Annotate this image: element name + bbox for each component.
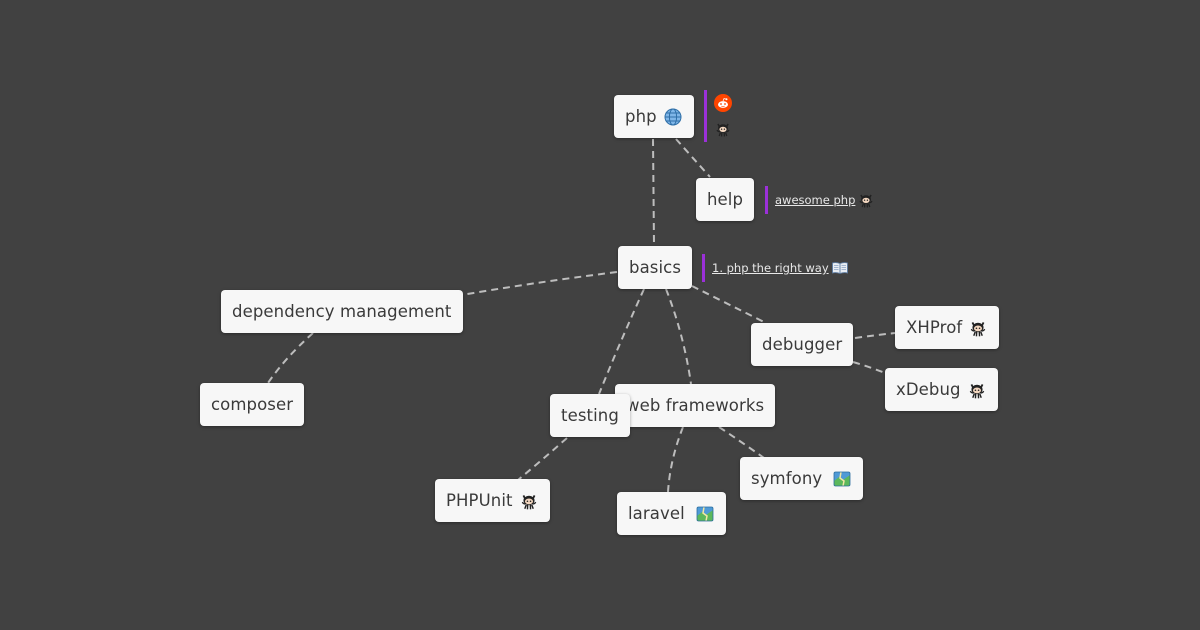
edge-testing-phpunit xyxy=(517,437,568,481)
node-symfony[interactable]: symfony xyxy=(740,457,864,500)
github-icon[interactable] xyxy=(857,191,875,209)
node-xhprof[interactable]: XHProf xyxy=(895,306,1000,349)
node-label: web frameworks xyxy=(626,396,765,415)
edge-basics-web-frameworks xyxy=(665,288,692,385)
node-label: php xyxy=(625,107,657,126)
note-basics-link: 1. php the right way xyxy=(702,254,849,282)
node-composer[interactable]: composer xyxy=(200,383,305,426)
book-icon[interactable] xyxy=(831,259,849,277)
github-icon xyxy=(967,380,987,400)
map-icon xyxy=(832,469,852,489)
edge-basics-dependency xyxy=(455,271,618,297)
node-phpunit[interactable]: PHPUnit xyxy=(435,479,550,522)
note-help-link: awesome php xyxy=(765,186,875,214)
node-testing[interactable]: testing xyxy=(550,394,630,437)
node-label: symfony xyxy=(751,469,823,488)
node-label: XHProf xyxy=(906,318,963,337)
node-xdebug[interactable]: xDebug xyxy=(885,368,998,411)
github-icon xyxy=(519,491,539,511)
node-help[interactable]: help xyxy=(696,178,755,221)
edge-basics-testing xyxy=(598,288,645,395)
edge-dependency-composer xyxy=(267,332,314,384)
node-label: help xyxy=(707,190,744,209)
edge-debugger-xdebug xyxy=(852,361,886,374)
node-label: testing xyxy=(561,406,619,425)
node-php[interactable]: php xyxy=(614,95,694,138)
node-label: PHPUnit xyxy=(446,491,513,510)
node-dependency-management[interactable]: dependency management xyxy=(221,290,463,333)
node-label: composer xyxy=(211,395,294,414)
awesome-php-link[interactable]: awesome php xyxy=(775,193,856,207)
github-icon xyxy=(968,318,988,338)
edge-web-frameworks-laravel xyxy=(667,426,684,493)
map-icon xyxy=(695,504,715,524)
reddit-icon[interactable] xyxy=(714,94,732,112)
edge-web-frameworks-symfony xyxy=(718,426,765,459)
node-label: dependency management xyxy=(232,302,452,321)
node-label: xDebug xyxy=(896,380,961,399)
node-web-frameworks[interactable]: web frameworks xyxy=(615,384,776,427)
node-label: laravel xyxy=(628,504,685,523)
edge-php-help xyxy=(675,138,711,178)
note-php-links xyxy=(704,90,732,142)
globe-icon xyxy=(663,107,683,127)
edge-php-basics xyxy=(652,138,655,246)
edge-basics-debugger xyxy=(691,285,767,324)
node-laravel[interactable]: laravel xyxy=(617,492,726,535)
node-label: debugger xyxy=(762,335,843,354)
node-debugger[interactable]: debugger xyxy=(751,323,854,366)
github-icon[interactable] xyxy=(714,120,732,138)
node-basics[interactable]: basics xyxy=(618,246,693,289)
edge-debugger-xhprof xyxy=(854,332,896,339)
php-the-right-way-link[interactable]: 1. php the right way xyxy=(712,261,829,275)
node-label: basics xyxy=(629,258,682,277)
